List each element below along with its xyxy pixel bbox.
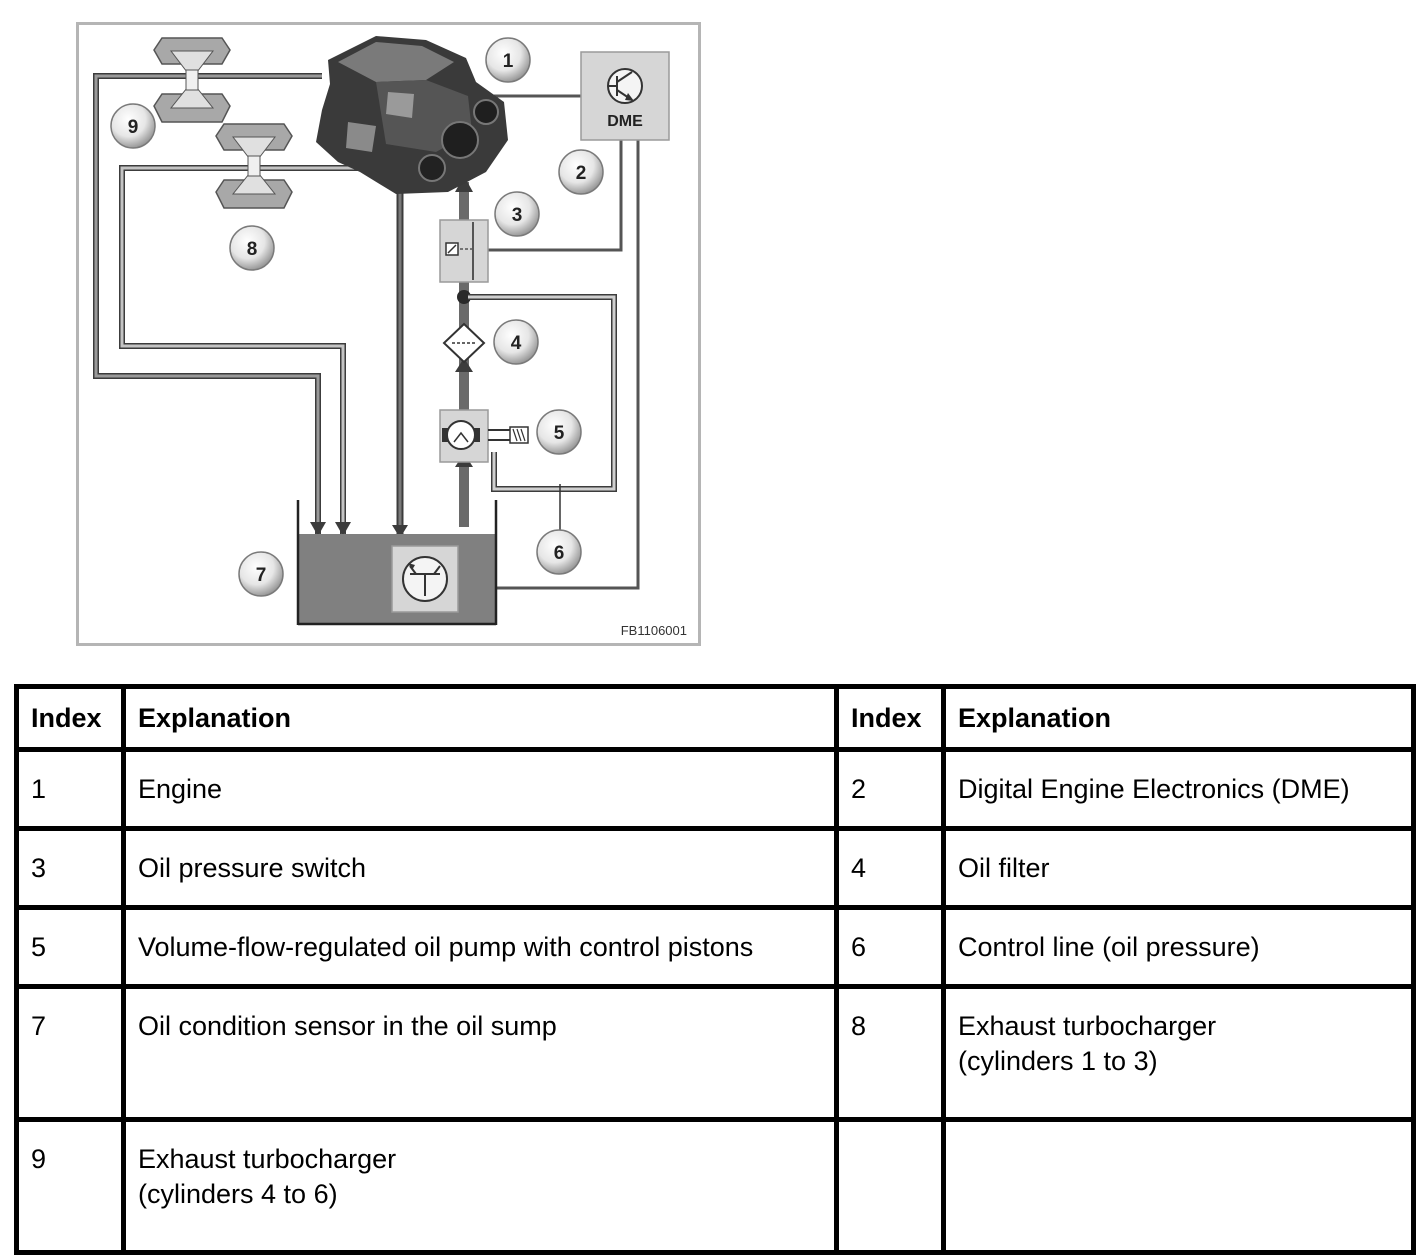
engine-icon (316, 36, 508, 194)
legend-table: Index Explanation Index Explanation 1 En… (14, 684, 1416, 1255)
explanation-cell: Digital Engine Electronics (DME) (941, 747, 1416, 831)
engine-return-line (392, 192, 408, 538)
index-cell: 1 (14, 747, 126, 831)
header-explanation-2: Explanation (941, 684, 1416, 752)
explanation-cell: Oil filter (941, 826, 1416, 910)
callout-5: 5 (536, 409, 582, 455)
return-line-turbo-9 (93, 73, 322, 537)
table-row: 5 Volume-flow-regulated oil pump with co… (14, 905, 1416, 989)
header-explanation-1: Explanation (121, 684, 839, 752)
index-cell: 3 (14, 826, 126, 910)
callout-1: 1 (485, 37, 531, 83)
callout-label: 1 (503, 51, 514, 72)
index-cell: 4 (834, 826, 946, 910)
callout-label: 9 (128, 117, 139, 138)
oil-sump (296, 500, 498, 626)
callout-6: 6 (536, 529, 582, 575)
table-row: 3 Oil pressure switch 4 Oil filter (14, 826, 1416, 910)
index-cell (834, 1117, 946, 1255)
explanation-cell: Control line (oil pressure) (941, 905, 1416, 989)
dme-transistor-icon (607, 68, 643, 104)
explanation-cell: Exhaust turbocharger (cylinders 4 to 6) (121, 1117, 839, 1255)
oil-circuit-diagram: DME (76, 22, 701, 646)
return-line-turbo-8 (119, 165, 366, 537)
table-row: 1 Engine 2 Digital Engine Electronics (D… (14, 747, 1416, 831)
oil-filter-icon (442, 322, 486, 364)
header-index-2: Index (834, 684, 946, 752)
oil-sensor-icon (391, 545, 459, 613)
callout-label: 3 (512, 205, 523, 226)
explanation-cell: Oil condition sensor in the oil sump (121, 984, 839, 1122)
index-cell: 6 (834, 905, 946, 989)
pressure-switch-icon (439, 219, 489, 283)
index-cell: 8 (834, 984, 946, 1122)
explanation-cell: Engine (121, 747, 839, 831)
index-cell: 7 (14, 984, 126, 1122)
figure-code: FB1106001 (621, 623, 687, 638)
dme-label: DME (607, 113, 643, 130)
dme-unit: DME (580, 51, 670, 141)
index-cell: 5 (14, 905, 126, 989)
table-row: 7 Oil condition sensor in the oil sump 8… (14, 984, 1416, 1122)
table-row: 9 Exhaust turbocharger (cylinders 4 to 6… (14, 1117, 1416, 1255)
callout-8: 8 (229, 225, 275, 271)
callout-2: 2 (558, 149, 604, 195)
callout-3: 3 (494, 191, 540, 237)
callout-label: 8 (247, 239, 258, 260)
callout-9: 9 (110, 103, 156, 149)
callout-7: 7 (238, 551, 284, 597)
control-line (468, 294, 617, 530)
explanation-cell: Oil pressure switch (121, 826, 839, 910)
control-piston-icon (488, 426, 529, 444)
turbocharger-8-icon (215, 123, 293, 209)
callout-label: 7 (256, 565, 267, 586)
explanation-cell: Volume-flow-regulated oil pump with cont… (121, 905, 839, 989)
explanation-cell (941, 1117, 1416, 1255)
callout-label: 6 (554, 543, 565, 564)
index-cell: 9 (14, 1117, 126, 1255)
callout-4: 4 (493, 319, 539, 365)
explanation-cell: Exhaust turbocharger (cylinders 1 to 3) (941, 984, 1416, 1122)
callout-label: 5 (554, 423, 565, 444)
turbocharger-9-icon (153, 37, 231, 123)
callout-label: 4 (511, 333, 522, 354)
oil-pump-icon (439, 409, 529, 463)
index-cell: 2 (834, 747, 946, 831)
table-header-row: Index Explanation Index Explanation (14, 684, 1416, 752)
header-index-1: Index (14, 684, 126, 752)
callout-label: 2 (576, 163, 587, 184)
